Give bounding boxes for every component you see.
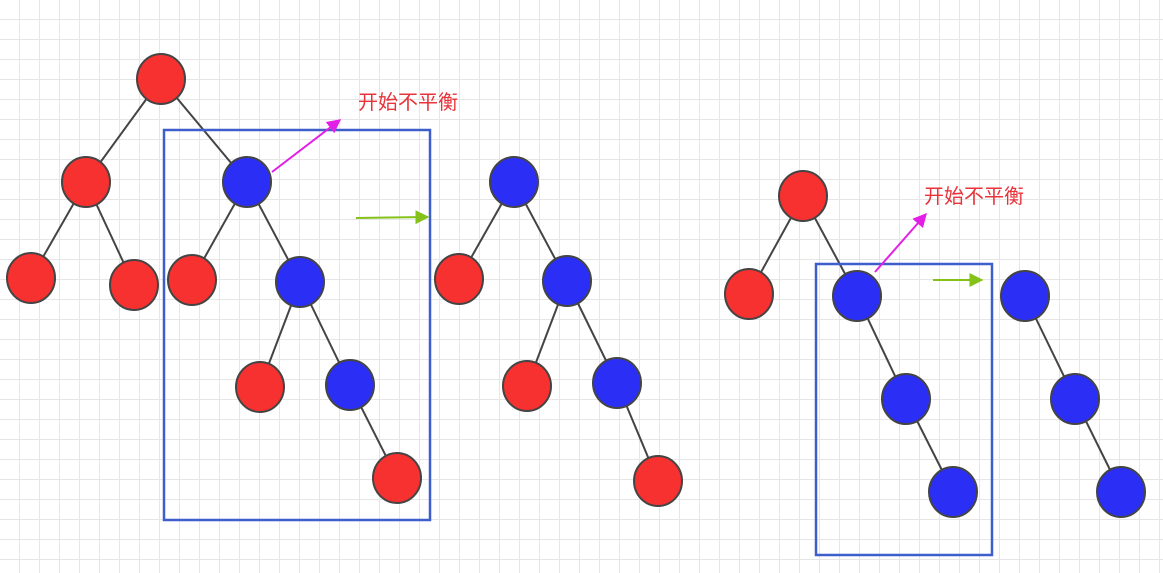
tree1-root-node xyxy=(136,53,186,105)
tree3-root-node xyxy=(778,170,828,222)
pointer-arrow-left xyxy=(271,119,342,173)
tree2-rrr-leaf xyxy=(633,455,683,507)
tree1-rr-left-leaf xyxy=(235,361,285,413)
tree3-right-node xyxy=(832,270,882,322)
tree1-right-node xyxy=(222,156,272,208)
tree2-rr-node xyxy=(592,357,642,409)
imbalance-label-right: 开始不平衡 xyxy=(924,184,1024,208)
tree4-root-node xyxy=(1000,270,1050,322)
transform-arrow-left xyxy=(355,210,430,225)
tree1-rrr-right-leaf xyxy=(372,452,422,504)
tree4-right-node xyxy=(1050,373,1100,425)
tree4-rr-leaf xyxy=(1096,466,1146,518)
tree1-right-left-leaf xyxy=(167,254,217,306)
tree3-left-leaf xyxy=(724,268,774,320)
tree1-left-right-leaf xyxy=(109,259,159,311)
tree2-root-node xyxy=(489,156,539,208)
tree2-left-leaf xyxy=(434,253,484,305)
tree1-left-left-leaf xyxy=(6,252,56,304)
tree3-rrr-leaf xyxy=(928,466,978,518)
tree-nodes xyxy=(6,53,1146,518)
pointer-arrow-right xyxy=(874,212,927,273)
imbalanced-subtree-box-right xyxy=(814,262,994,557)
tree1-rr-right-node xyxy=(325,359,375,411)
tree1-right-right-node xyxy=(275,256,325,308)
imbalanced-subtree-box-left xyxy=(162,128,432,522)
tree1-left-node xyxy=(61,156,111,208)
tree3-rr-node xyxy=(881,373,931,425)
tree2-right-node xyxy=(542,255,592,307)
tree2-rl-leaf xyxy=(502,360,552,412)
imbalance-label-left: 开始不平衡 xyxy=(358,90,458,114)
